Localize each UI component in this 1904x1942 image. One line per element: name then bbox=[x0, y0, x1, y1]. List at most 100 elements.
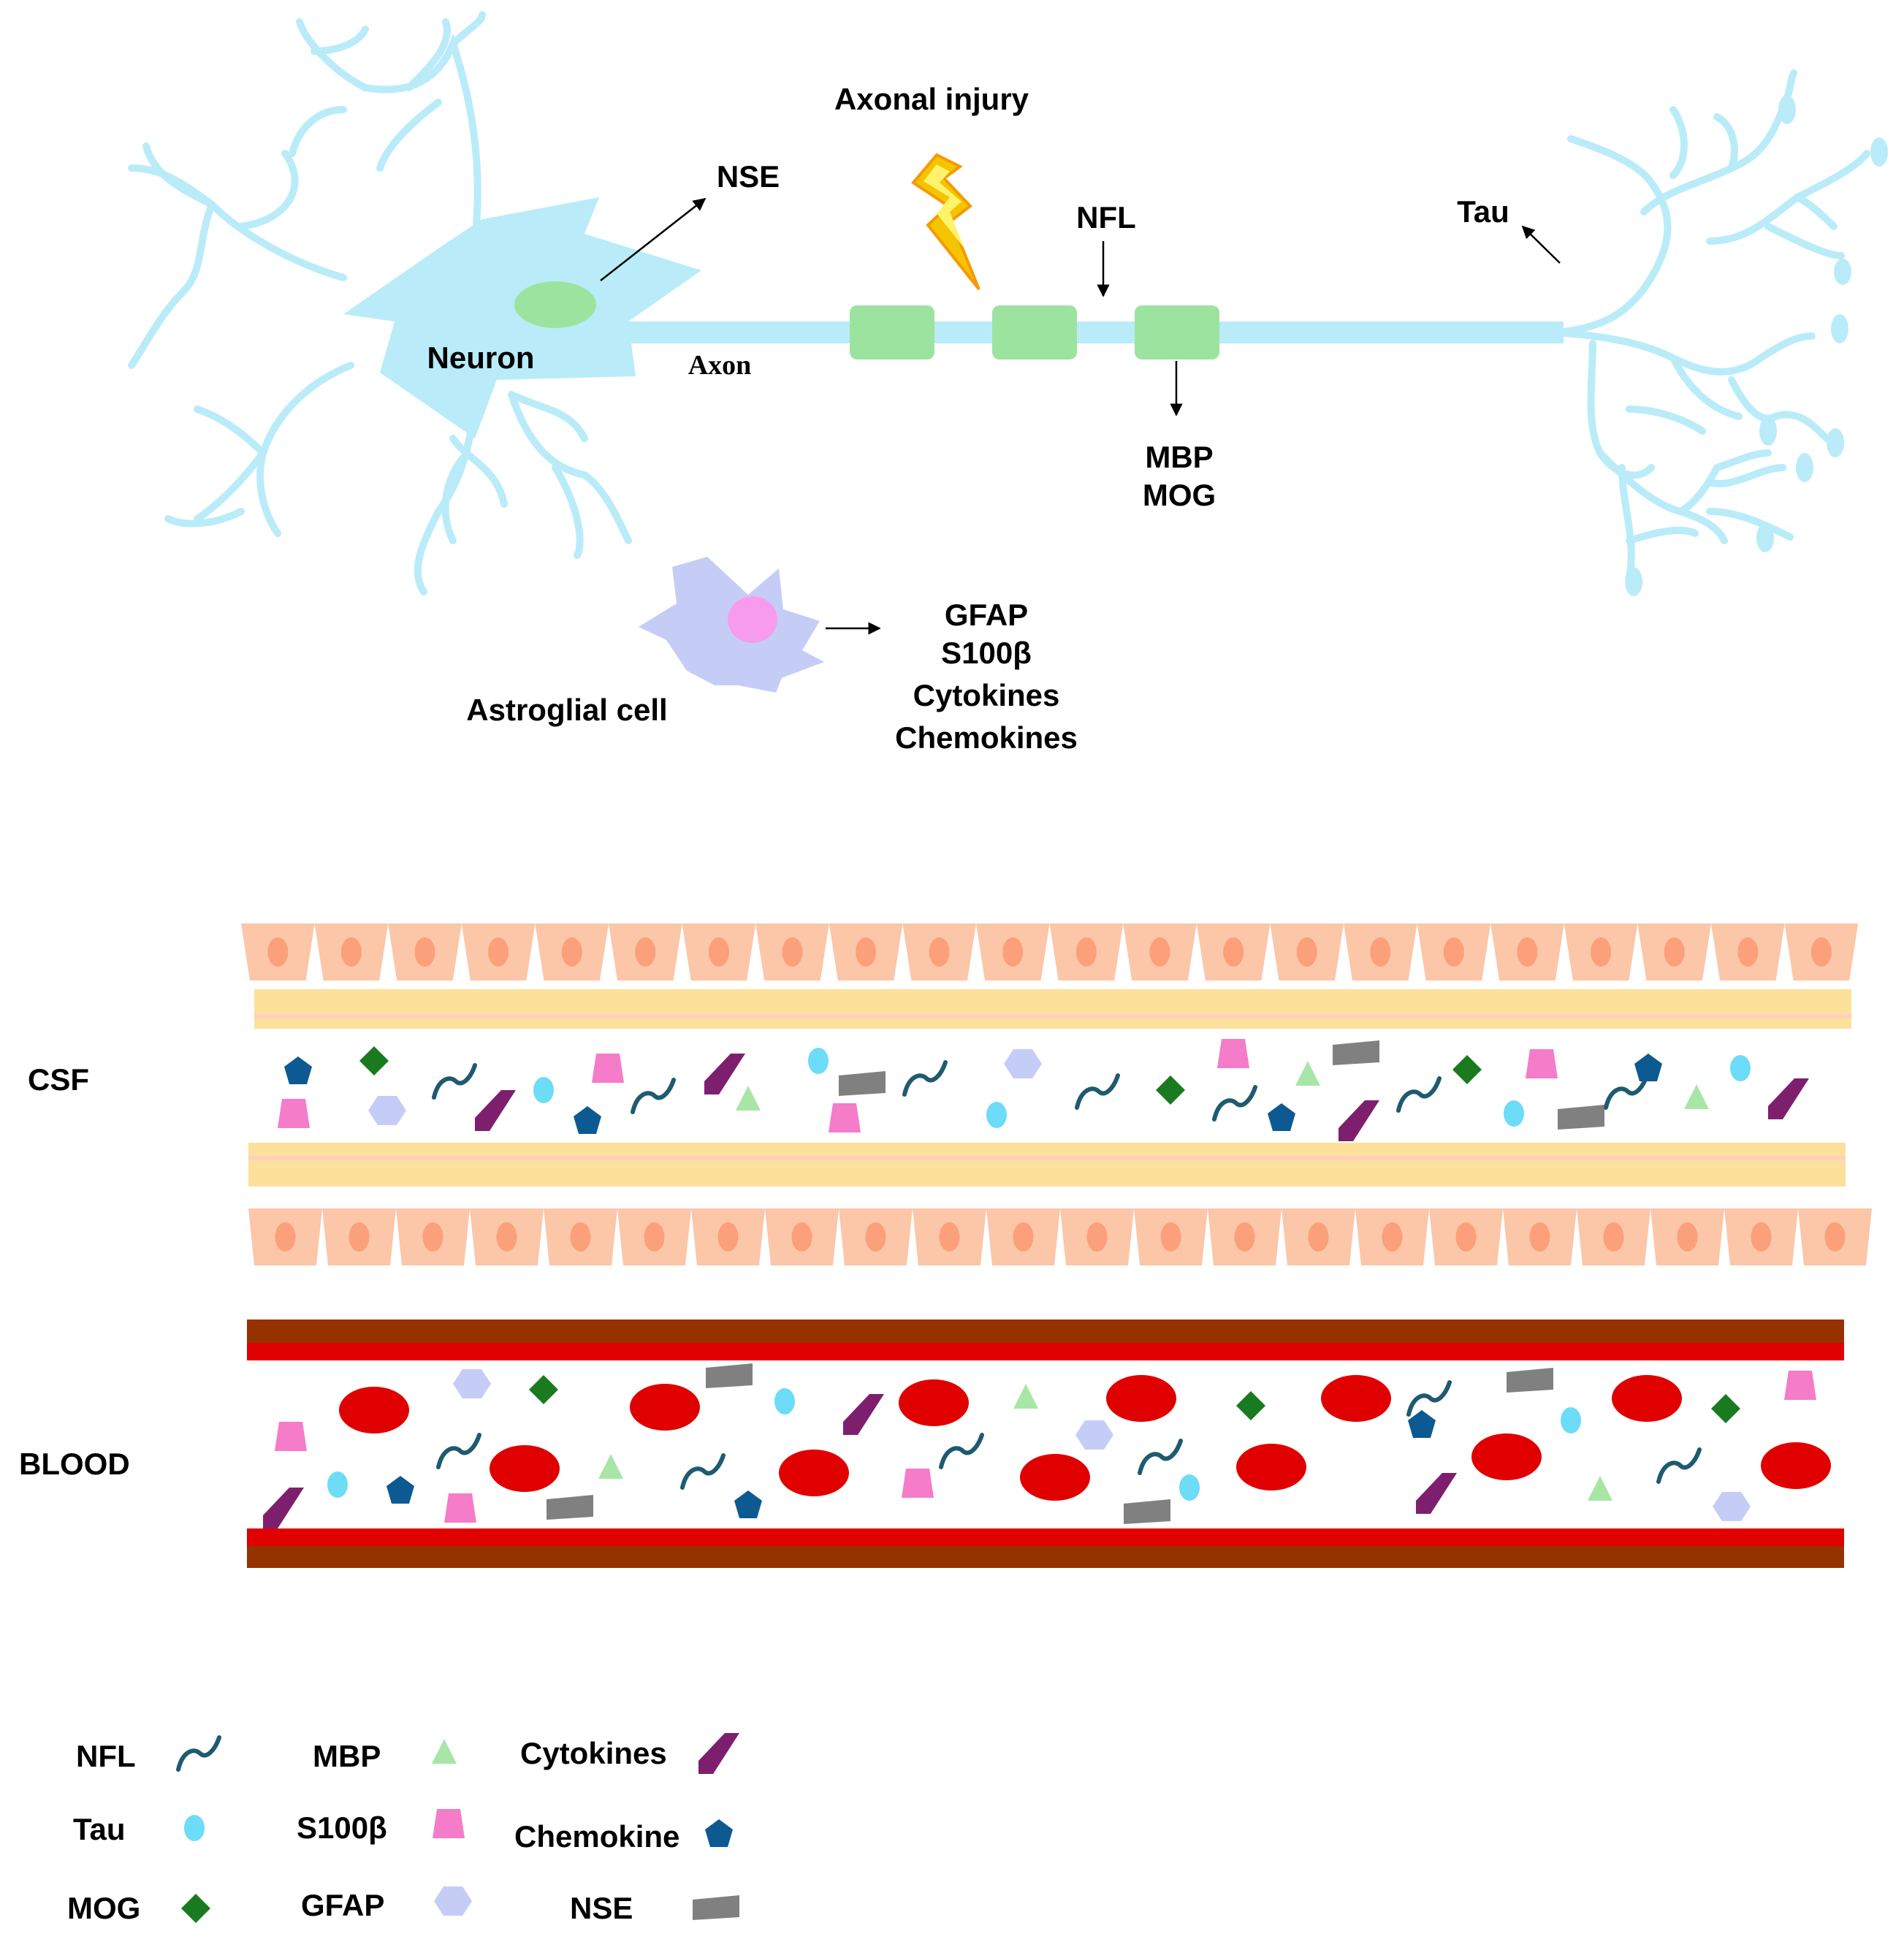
chemokine-marker bbox=[734, 1490, 762, 1518]
red-blood-cell bbox=[1236, 1444, 1306, 1490]
tau-marker bbox=[1504, 1100, 1524, 1127]
epithelial-nucleus bbox=[1529, 1222, 1550, 1252]
epithelial-nucleus bbox=[1086, 1222, 1108, 1252]
axon-label: Axon bbox=[688, 350, 752, 381]
s100b-marker bbox=[275, 1422, 307, 1451]
legend-label-mog: MOG bbox=[67, 1891, 140, 1925]
cytokine-marker bbox=[843, 1394, 884, 1435]
epithelial-nucleus bbox=[1603, 1222, 1624, 1252]
mbp-marker bbox=[1684, 1084, 1709, 1109]
cytokines-icon bbox=[698, 1733, 739, 1774]
vessel-wall-bottom-inner bbox=[247, 1528, 1844, 1546]
myelin-segment bbox=[1135, 305, 1219, 359]
epithelial-nucleus bbox=[275, 1222, 296, 1252]
chemokine-marker bbox=[1634, 1054, 1662, 1081]
epithelial-nucleus bbox=[1296, 937, 1317, 967]
epithelial-nucleus bbox=[496, 1222, 517, 1252]
mog-marker bbox=[529, 1375, 558, 1404]
epithelial-nucleus bbox=[708, 937, 729, 967]
epithelial-nucleus bbox=[1751, 1222, 1772, 1252]
nfl-label: NFL bbox=[1076, 200, 1136, 235]
epithelial-nucleus bbox=[267, 937, 289, 967]
epithelial-nucleus bbox=[1160, 1222, 1181, 1252]
nse-arrow bbox=[600, 197, 707, 281]
nfl-marker bbox=[1398, 1078, 1439, 1111]
nse-marker bbox=[547, 1495, 593, 1520]
legend-label-gfap: GFAP bbox=[301, 1888, 384, 1922]
epithelial-nucleus bbox=[1455, 1222, 1477, 1252]
epithelial-nucleus bbox=[349, 1222, 370, 1252]
s100b-marker bbox=[444, 1493, 476, 1523]
epithelial-nucleus bbox=[1664, 937, 1685, 967]
neuron-label: Neuron bbox=[427, 340, 535, 375]
nfl-icon bbox=[178, 1737, 219, 1770]
myelin-segment bbox=[992, 305, 1077, 359]
epithelial-nucleus bbox=[1308, 1222, 1329, 1252]
axon-terminals bbox=[1553, 69, 1870, 581]
epithelium-top bbox=[241, 924, 1859, 980]
neuron-nucleus bbox=[514, 281, 596, 328]
epithelial-nucleus bbox=[1737, 937, 1759, 967]
vessel-wall-top bbox=[247, 1320, 1844, 1343]
cytokine-marker bbox=[475, 1090, 516, 1131]
meninges-top bbox=[254, 989, 1851, 1029]
mbp-marker bbox=[598, 1454, 623, 1479]
epithelial-nucleus bbox=[414, 937, 435, 967]
red-blood-cell bbox=[490, 1445, 560, 1492]
cytokine-marker bbox=[1416, 1473, 1457, 1514]
nse-marker bbox=[706, 1363, 753, 1388]
nse-marker bbox=[1507, 1368, 1553, 1393]
chemokine-marker bbox=[386, 1476, 414, 1504]
epithelial-nucleus bbox=[1810, 937, 1832, 967]
nfl-marker bbox=[1140, 1441, 1181, 1473]
mbp-marker bbox=[1588, 1476, 1612, 1501]
tau-marker bbox=[1730, 1055, 1751, 1081]
gfap-marker bbox=[1075, 1420, 1113, 1450]
mbp-marker bbox=[736, 1086, 761, 1111]
myelin-segment bbox=[850, 305, 934, 359]
mog-marker bbox=[1452, 1055, 1482, 1084]
epithelial-nucleus bbox=[561, 937, 582, 967]
nfl-marker bbox=[434, 1065, 475, 1097]
cytokines-release-label: Cytokines bbox=[913, 678, 1060, 712]
blood-label: BLOOD bbox=[19, 1447, 130, 1481]
epithelial-nucleus bbox=[422, 1222, 443, 1252]
tau-marker bbox=[986, 1102, 1007, 1128]
mog-marker bbox=[1236, 1391, 1265, 1420]
epithelial-nucleus bbox=[1677, 1222, 1698, 1252]
chemokines-release-label: Chemokines bbox=[895, 720, 1078, 755]
chemokine-marker bbox=[1268, 1103, 1295, 1131]
epithelial-nucleus bbox=[929, 937, 950, 967]
nse-marker bbox=[1558, 1105, 1604, 1130]
epithelial-nucleus bbox=[717, 1222, 739, 1252]
s100b-marker bbox=[902, 1469, 934, 1498]
nfl-marker bbox=[633, 1080, 674, 1112]
chemokine-marker bbox=[284, 1056, 312, 1084]
red-blood-cell bbox=[1471, 1433, 1542, 1480]
gfap-marker bbox=[1713, 1492, 1751, 1521]
axonal-injury-label: Axonal injury bbox=[834, 82, 1029, 116]
meninges-top-line bbox=[254, 1014, 1851, 1018]
nfl-marker bbox=[1077, 1075, 1118, 1108]
nfl-marker bbox=[438, 1435, 479, 1467]
s100b-marker bbox=[592, 1054, 624, 1083]
nse-label: NSE bbox=[717, 159, 780, 194]
nfl-marker bbox=[682, 1455, 723, 1488]
legend-label-s100b: S100β bbox=[297, 1810, 387, 1845]
nse-marker bbox=[1124, 1499, 1170, 1524]
astrocyte-group: Astroglial cell GFAP S100β Cytokines Che… bbox=[466, 557, 1078, 755]
legend-label-nfl: NFL bbox=[76, 1739, 136, 1773]
gfap-release-label: GFAP bbox=[945, 598, 1028, 632]
legend-label-tau: Tau bbox=[73, 1812, 126, 1846]
csf-biomarkers bbox=[278, 1039, 1809, 1141]
astrocyte-nucleus bbox=[728, 596, 777, 643]
nfl-marker bbox=[1659, 1450, 1699, 1482]
legend-label-nse: NSE bbox=[570, 1891, 633, 1925]
nfl-marker bbox=[1409, 1382, 1450, 1414]
s100b-marker bbox=[1784, 1371, 1816, 1400]
nfl-marker bbox=[941, 1435, 982, 1467]
lightning-highlight bbox=[924, 164, 964, 248]
red-blood-cell bbox=[899, 1379, 969, 1426]
mog-marker bbox=[1156, 1075, 1185, 1105]
